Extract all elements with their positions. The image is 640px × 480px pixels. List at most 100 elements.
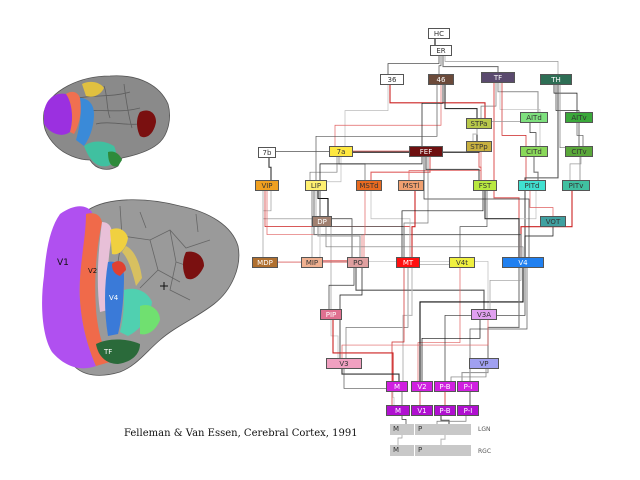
- connection-46-fef: [421, 85, 444, 146]
- connection-v1_pi-lgn_p: [436, 416, 467, 424]
- area-node-aitv: AITv: [565, 112, 593, 123]
- region-tf-lateral: [108, 151, 122, 167]
- connection-46-7a: [334, 85, 442, 146]
- flatmap-v2: [79, 213, 110, 366]
- connection-v3-v2_m: [341, 369, 400, 381]
- connection-stpp-mstl: [408, 152, 482, 180]
- area-node-lip: LIP: [305, 180, 327, 191]
- area-node-mstl: MSTl: [398, 180, 424, 191]
- area-node-v2-v2: V2: [411, 381, 433, 392]
- flatmap-label-v1: V1: [57, 258, 69, 268]
- flatmap-label-v2: V2: [88, 267, 98, 275]
- flatmap-ait: [140, 304, 160, 335]
- connection-th-v4: [524, 85, 559, 257]
- flatmap-it-complex: [120, 288, 152, 336]
- area-node-v4t: V4t: [449, 257, 475, 268]
- connection-lip-v4: [313, 191, 522, 257]
- connection-v1_m-lgn_m: [401, 416, 407, 424]
- area-node-vot: VOT: [540, 216, 566, 227]
- region-fef-lateral: [137, 110, 156, 138]
- flatmap-v3: [97, 222, 112, 312]
- connection-fef-fst: [425, 157, 480, 180]
- flatmap-fef: [183, 251, 204, 280]
- connection-fst-v4: [484, 191, 520, 257]
- area-node-fef: FEF: [409, 146, 443, 157]
- connection-v4-v2_pi: [469, 268, 528, 381]
- connection-v4t-v2_v2: [417, 268, 461, 381]
- area-node-v1-pi: P-I: [457, 405, 479, 416]
- area-node-46: 46: [428, 74, 454, 85]
- area-node-stpp: STPp: [466, 141, 492, 152]
- connection-mstl-mt: [411, 191, 416, 257]
- connection-fef-mstd: [370, 157, 431, 180]
- connection-tf-v4: [493, 83, 520, 257]
- connection-th-citv: [555, 85, 580, 146]
- connection-7b-vip: [268, 158, 272, 180]
- connection-er-36: [387, 56, 440, 74]
- flatmap-crosshair: [160, 282, 168, 290]
- connection-v4-v2_v2: [419, 268, 524, 381]
- connection-v2_m-v1_m: [392, 392, 395, 405]
- flatmap-sts-band: [122, 246, 142, 286]
- connection-v3a-v2_v2: [421, 320, 481, 381]
- connection-fef-v4: [423, 157, 530, 257]
- area-node-v2-m: M: [386, 381, 408, 392]
- connection-fef-lip: [319, 157, 423, 180]
- region-v4-lateral: [76, 98, 94, 146]
- area-node-7b: 7b: [258, 147, 276, 158]
- connection-lgn_m-rgc_m: [397, 435, 403, 445]
- area-node-th: TH: [540, 74, 572, 85]
- area-node-po: PO: [347, 257, 369, 268]
- connection-aitd-citd: [529, 123, 537, 146]
- area-node-rgc-p: P: [415, 445, 471, 456]
- area-node-v1-m: M: [386, 405, 410, 416]
- area-node-mip: MIP: [301, 257, 323, 268]
- area-node-v3a: V3A: [471, 309, 497, 320]
- connection-v3-v1_m: [343, 369, 403, 405]
- area-node-lgn-p: P: [415, 424, 471, 435]
- area-node-v4: V4: [502, 257, 544, 268]
- connection-vot-v4: [524, 227, 554, 257]
- sulcus-lines: [69, 83, 151, 129]
- flatmap-label-v4: V4: [109, 294, 119, 302]
- connection-lip-mt: [311, 191, 405, 257]
- connection-46-stpp: [444, 85, 478, 141]
- area-node-pip: PIP: [320, 309, 342, 320]
- connection-pip-v3: [330, 320, 339, 358]
- connection-vp-v2_pi: [461, 369, 489, 381]
- connection-dp-po: [317, 227, 361, 257]
- area-node-v3: V3: [326, 358, 362, 369]
- connection-tf-aitd: [497, 83, 539, 112]
- connection-36-stpa: [389, 85, 486, 118]
- region-v1-lateral: [44, 93, 73, 135]
- area-node-vip: VIP: [255, 180, 279, 191]
- connection-vp-v2_pb: [450, 369, 487, 381]
- connection-v4-v3a: [489, 268, 522, 309]
- connection-46-lip: [315, 85, 438, 180]
- area-node-36: 36: [380, 74, 404, 85]
- connection-fst-mt: [401, 191, 484, 257]
- flattened-cortex-map: [42, 199, 240, 376]
- connection-lip-dp: [317, 191, 329, 216]
- area-node-lgn-m: M: [390, 424, 414, 435]
- connection-er-46: [438, 56, 442, 74]
- area-node-pitd: PITd: [518, 180, 546, 191]
- connection-v1_pb-lgn_p: [440, 416, 450, 424]
- connection-36-7a: [344, 85, 389, 146]
- area-node-citd: CITd: [520, 146, 548, 157]
- region-v2-lateral: [66, 91, 81, 134]
- area-node-vp: VP: [469, 358, 499, 369]
- figure-caption: Felleman & Van Essen, Cerebral Cortex, 1…: [124, 428, 358, 439]
- area-node-fst: FST: [473, 180, 497, 191]
- area-node-aitd: AITd: [520, 112, 548, 123]
- area-node-hc: HC: [428, 28, 450, 39]
- connection-citv-pitv: [569, 157, 582, 180]
- connection-th-aitv: [553, 85, 578, 112]
- area-node-v1-pb: P-B: [434, 405, 456, 416]
- area-node-v2-pi: P-I: [457, 381, 479, 392]
- connection-lgn_p-rgc_p: [440, 435, 446, 445]
- area-node-rgc-m: M: [390, 445, 414, 456]
- connection-er-th: [444, 56, 559, 74]
- connection-dp-v4: [325, 227, 524, 257]
